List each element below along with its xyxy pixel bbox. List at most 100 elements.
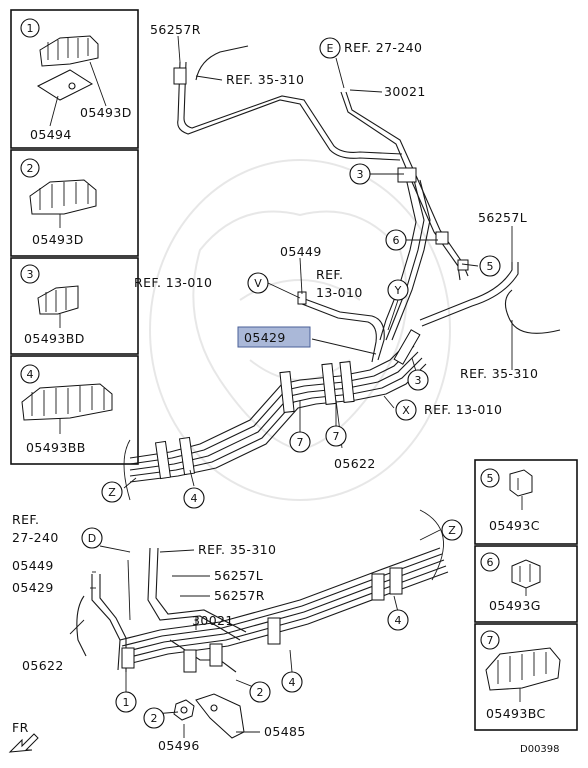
label-ref-y-line2: 13-010 xyxy=(316,285,363,300)
label-05485: 05485 xyxy=(264,724,306,739)
legend-box-1: 1 05493D 05494 xyxy=(10,9,139,149)
label-ref-35-310-bl: REF. 35-310 xyxy=(198,542,276,557)
svg-text:2: 2 xyxy=(151,712,158,725)
svg-text:05493BC: 05493BC xyxy=(486,706,546,721)
callout-e: E xyxy=(319,37,341,59)
diagram-code: D00398 xyxy=(520,744,560,755)
legend-box-5: 5 05493C xyxy=(474,459,578,545)
callout-5: 5 xyxy=(479,255,501,277)
front-arrow-icon: FR xyxy=(8,720,39,753)
callout-3-upper: 3 xyxy=(349,163,371,185)
label-ref-35-310-right: REF. 35-310 xyxy=(460,366,538,381)
callout-d: D xyxy=(81,527,103,549)
svg-text:E: E xyxy=(327,42,334,55)
label-ref-y-line1: REF. xyxy=(316,267,343,282)
svg-text:X: X xyxy=(402,404,410,417)
svg-text:4: 4 xyxy=(191,492,198,505)
label-05622-bl: 05622 xyxy=(22,658,64,673)
callout-4-upper: 4 xyxy=(183,487,205,509)
svg-text:1: 1 xyxy=(123,696,130,709)
svg-text:6: 6 xyxy=(393,234,400,247)
svg-text:05493C: 05493C xyxy=(489,518,540,533)
callout-v: V xyxy=(247,272,269,294)
clip-05493d-icon xyxy=(39,35,99,67)
callout-4-lower-mid: 4 xyxy=(281,671,303,693)
svg-text:7: 7 xyxy=(487,634,494,647)
callout-x: X xyxy=(395,399,417,421)
label-05622-mid: 05622 xyxy=(334,456,376,471)
callout-7-right: 7 xyxy=(325,425,347,447)
legend-box-2: 2 05493D xyxy=(10,149,139,257)
svg-text:7: 7 xyxy=(333,430,340,443)
svg-text:Y: Y xyxy=(394,284,402,297)
legend-box-3: 3 05493BD xyxy=(10,257,139,355)
legend-box-7: 7 05493BC xyxy=(474,623,578,731)
svg-text:Z: Z xyxy=(108,486,116,499)
clip-05493bd-icon xyxy=(37,285,79,315)
label-30021-bl: 30021 xyxy=(192,613,234,628)
svg-text:5: 5 xyxy=(487,472,494,485)
bracket-05494-icon xyxy=(36,69,94,101)
legend-box-4: 4 05493BB xyxy=(10,355,139,465)
svg-text:7: 7 xyxy=(297,436,304,449)
label-ref-13-010-x: REF. 13-010 xyxy=(424,402,502,417)
svg-text:05493BB: 05493BB xyxy=(26,440,86,455)
label-05496: 05496 xyxy=(158,738,200,753)
label-56257l-bl: 56257L xyxy=(214,568,263,583)
svg-text:4: 4 xyxy=(27,368,34,381)
label-30021-top: 30021 xyxy=(384,84,426,99)
svg-text:Z: Z xyxy=(448,524,456,537)
clip-05493c-icon xyxy=(509,469,533,497)
label-56257r-bl: 56257R xyxy=(214,588,265,603)
bracket-05485 xyxy=(195,693,245,739)
bolt-05496-icon xyxy=(173,699,195,721)
callout-2-left: 2 xyxy=(143,707,165,729)
svg-text:05429: 05429 xyxy=(244,330,286,345)
svg-text:5: 5 xyxy=(487,260,494,273)
callout-6: 6 xyxy=(385,229,407,251)
callout-1: 1 xyxy=(115,691,137,713)
line-clips xyxy=(121,67,469,673)
svg-text:2: 2 xyxy=(257,686,264,699)
callout-2-right: 2 xyxy=(249,681,271,703)
svg-text:4: 4 xyxy=(289,676,296,689)
svg-text:05493D: 05493D xyxy=(32,232,84,247)
svg-text:3: 3 xyxy=(27,268,34,281)
upper-brake-lines xyxy=(177,45,561,363)
callout-4-lower-right: 4 xyxy=(387,609,409,631)
label-56257r-top: 56257R xyxy=(150,22,201,37)
svg-text:FR: FR xyxy=(12,720,29,735)
legend-box-6: 6 05493G xyxy=(474,545,578,623)
highlighted-part-05429[interactable]: 05429 xyxy=(237,326,311,348)
callout-z-right: Z xyxy=(441,519,463,541)
clip-05493g-icon xyxy=(511,559,541,589)
svg-text:3: 3 xyxy=(357,168,364,181)
svg-text:D: D xyxy=(88,532,96,545)
callout-y: Y xyxy=(387,279,409,301)
svg-text:05493D: 05493D xyxy=(80,105,132,120)
label-ref-27-240-top: REF. 27-240 xyxy=(344,40,422,55)
callout-z-left: Z xyxy=(101,481,123,503)
label-ref-13-010-v: REF. 13-010 xyxy=(134,275,212,290)
clip-05493bb-icon xyxy=(21,383,113,421)
svg-text:05494: 05494 xyxy=(30,127,72,142)
svg-text:2: 2 xyxy=(27,162,34,175)
callout-3-lower: 3 xyxy=(407,369,429,391)
label-05429-bl: 05429 xyxy=(12,580,54,595)
callout-7-left: 7 xyxy=(289,431,311,453)
label-05449-mid: 05449 xyxy=(280,244,322,259)
label-56257l-right: 56257L xyxy=(478,210,527,225)
clip-05493bc-icon xyxy=(485,647,561,691)
svg-text:3: 3 xyxy=(415,374,422,387)
label-ref-bl-line2: 27-240 xyxy=(12,530,59,545)
leader-lines xyxy=(69,35,513,738)
label-05449-bl: 05449 xyxy=(12,558,54,573)
svg-text:4: 4 xyxy=(395,614,402,627)
svg-text:6: 6 xyxy=(487,556,494,569)
label-ref-bl-line1: REF. xyxy=(12,512,39,527)
clip-05493d-icon xyxy=(29,179,97,215)
svg-text:1: 1 xyxy=(27,22,34,35)
svg-text:V: V xyxy=(254,277,262,290)
label-ref-35-310-top: REF. 35-310 xyxy=(226,72,304,87)
